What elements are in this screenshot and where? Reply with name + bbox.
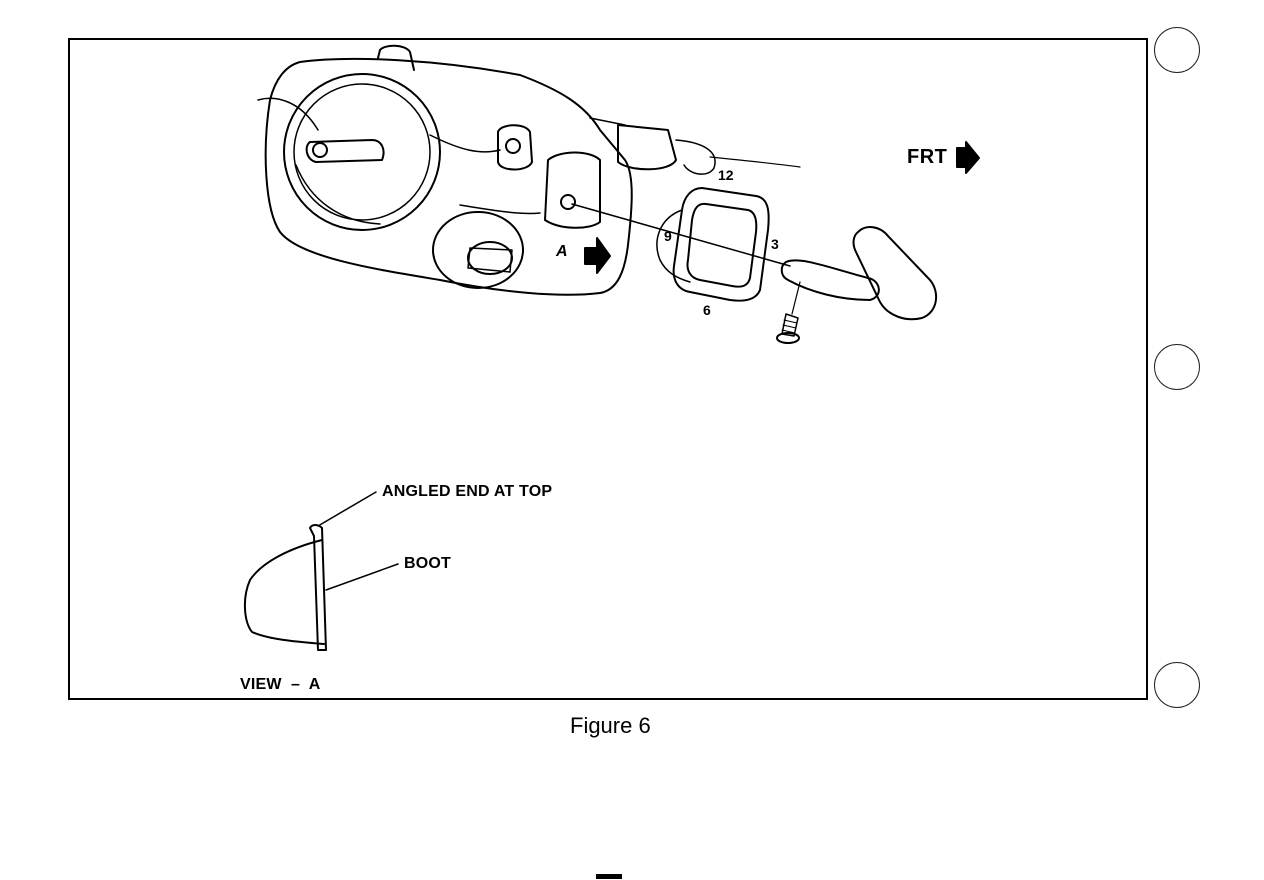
- hub-plate-outer: [283, 73, 441, 231]
- switch-connector: [617, 124, 677, 171]
- top-boss: [377, 44, 415, 71]
- boot-outer: [672, 187, 770, 302]
- clock-3-label: 3: [771, 236, 779, 252]
- lever-knob: [852, 226, 938, 321]
- binder-hole-top-icon: [1154, 27, 1200, 73]
- page-mark: [596, 874, 622, 879]
- callout-boot: BOOT: [404, 555, 452, 572]
- mount-boss: [497, 124, 533, 171]
- view-a-title: VIEW – A: [240, 676, 321, 693]
- lever-screw: [781, 313, 799, 337]
- view-a-arrow-label: A: [556, 243, 568, 260]
- binder-hole-middle-icon: [1154, 344, 1200, 390]
- hub-plate-inner: [293, 83, 431, 221]
- view-a-flange: [309, 524, 327, 651]
- binder-hole-bottom-icon: [1154, 662, 1200, 708]
- callout-angled-end: ANGLED END AT TOP: [382, 483, 553, 500]
- frt-arrow: [956, 141, 980, 174]
- tilt-lever: [780, 259, 880, 301]
- column-housing: [264, 57, 633, 296]
- clock-6-label: 6: [703, 302, 711, 318]
- hub-plate-ridge: [295, 164, 381, 225]
- steering-shaft: [305, 139, 385, 163]
- boot-inner: [686, 202, 758, 288]
- figure-frame: [68, 38, 1148, 700]
- clock-9-label: 9: [664, 228, 672, 244]
- view-a-boot: [244, 539, 325, 645]
- figure-caption: Figure 6: [570, 713, 651, 738]
- clock-12-label: 12: [718, 167, 734, 183]
- leader-boot: [325, 563, 399, 591]
- boot-flange: [656, 209, 691, 283]
- frt-label: FRT: [907, 146, 948, 168]
- leader-angled-end: [317, 491, 377, 527]
- arrow-a: [584, 237, 611, 274]
- lever-pocket: [544, 151, 601, 229]
- lock-cylinder: [432, 211, 524, 289]
